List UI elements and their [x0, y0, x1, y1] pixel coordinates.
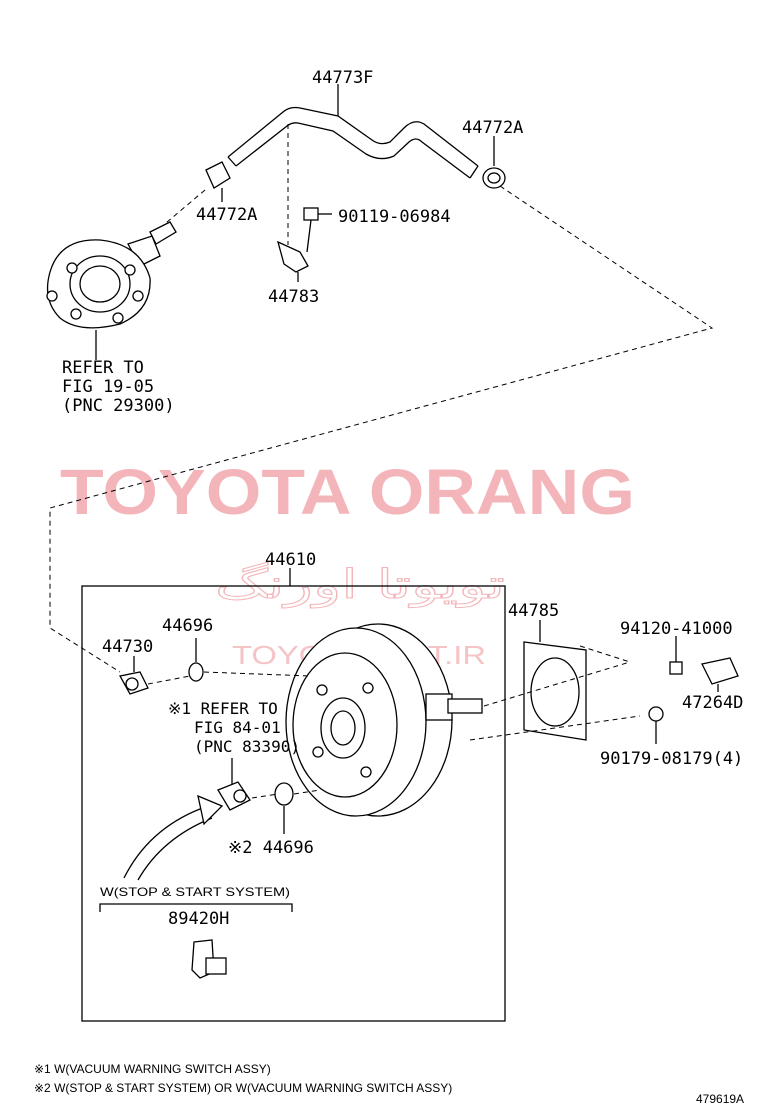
label-bolt: 90119-06984 — [338, 207, 451, 227]
label-sensor-condition: W(STOP & START SYSTEM) — [100, 885, 290, 899]
label-clamp-left: 44772A — [196, 205, 257, 225]
vacuum-hose — [227, 106, 479, 179]
label-clip: 44783 — [268, 287, 319, 307]
seal-top — [188, 638, 204, 682]
label-refer-switch-3: (PNC 83390) — [194, 737, 300, 756]
figure-id: 479619A — [696, 1092, 744, 1106]
hose-clip — [277, 240, 309, 282]
bracket — [701, 657, 739, 692]
label-seal-top: 44696 — [162, 616, 213, 636]
label-refer-pump-1: REFER TO — [62, 358, 144, 378]
check-valve — [118, 671, 149, 695]
label-booster: 44610 — [265, 550, 316, 570]
footnote-1: ※1 W(VACUUM WARNING SWITCH ASSY) — [34, 1062, 271, 1076]
clamp-right — [482, 136, 506, 189]
label-refer-pump-3: (PNC 29300) — [62, 396, 175, 416]
label-seal-bottom: ※2 44696 — [228, 838, 314, 858]
label-check-valve: 44730 — [102, 637, 153, 657]
label-refer-switch-1: ※1 REFER TO — [168, 699, 278, 718]
direction-arrow — [123, 805, 209, 879]
label-sensor: 89420H — [168, 909, 229, 929]
watermark-brand-persian: تویوتا اورنگ — [215, 562, 505, 608]
label-refer-switch-2: FIG 84-01 — [194, 718, 281, 737]
label-clamp-right: 44772A — [462, 118, 523, 138]
pressure-sensor — [191, 939, 227, 979]
vacuum-switch — [217, 781, 251, 811]
bolt — [303, 207, 332, 253]
nut-bottom — [648, 706, 664, 744]
label-refer-pump-2: FIG 19-05 — [62, 377, 154, 397]
nut-top — [669, 636, 683, 675]
label-gasket: 44785 — [508, 601, 559, 621]
label-bracket: 47264D — [682, 693, 743, 713]
gasket — [523, 641, 587, 741]
label-nut-bottom: 90179-08179(4) — [600, 749, 743, 769]
clamp-left — [205, 161, 231, 202]
vacuum-pump — [46, 221, 177, 329]
label-nut-top: 94120-41000 — [620, 619, 733, 639]
label-hose: 44773F — [312, 68, 373, 88]
seal-bottom — [274, 782, 294, 834]
watermark-brand: TOYOTA ORANG — [60, 456, 635, 528]
brake-booster — [285, 623, 483, 817]
booster-frame — [81, 585, 506, 1022]
footnote-2: ※2 W(STOP & START SYSTEM) OR W(VACUUM WA… — [34, 1081, 452, 1095]
